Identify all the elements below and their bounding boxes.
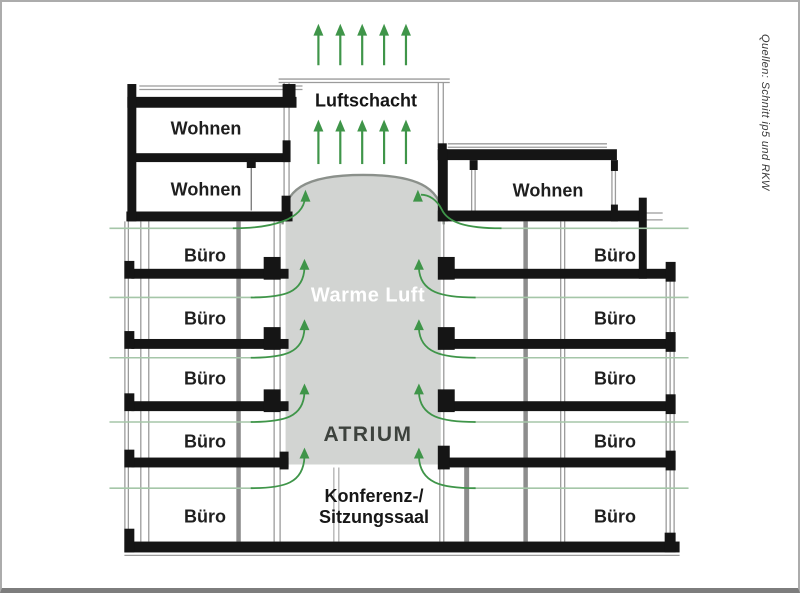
- room-label-buero-right-3: Büro: [594, 368, 636, 389]
- room-label-wohnen-left-1: Wohnen: [170, 118, 242, 139]
- atrium-label: ATRIUM: [323, 423, 413, 446]
- room-label-buero-left-3: Büro: [184, 368, 226, 389]
- conference-label-line2: Sitzungssaal: [318, 507, 430, 527]
- atrium-air-mass: [281, 173, 445, 465]
- room-label-buero-left-5: Büro: [184, 506, 226, 527]
- room-label-buero-right-1: Büro: [594, 245, 636, 266]
- conference-room-label: Konferenz-/ Sitzungssaal: [319, 486, 429, 528]
- room-label-buero-left-4: Büro: [184, 431, 226, 452]
- conference-label-line1: Konferenz-/: [324, 486, 424, 506]
- room-label-wohnen-left-2: Wohnen: [170, 179, 242, 200]
- room-label-buero-left-1: Büro: [184, 245, 226, 266]
- source-credit: Quellen: Schnitt ip5 und RKW: [759, 34, 771, 191]
- shaft-arrows: [313, 119, 411, 165]
- room-label-buero-left-2: Büro: [184, 308, 226, 329]
- room-label-buero-right-5: Büro: [594, 506, 636, 527]
- airflow-curved-arrows: [232, 189, 502, 490]
- room-label-buero-right-2: Büro: [594, 308, 636, 329]
- gray-partitions: [236, 221, 528, 542]
- structure-black: [124, 84, 680, 553]
- exhaust-arrows: [313, 23, 411, 66]
- warm-air-label: Warme Luft: [310, 284, 426, 307]
- airflow-streamlines: [109, 227, 689, 489]
- air-shaft-label: Luftschacht: [314, 90, 418, 111]
- room-label-buero-right-4: Büro: [594, 431, 636, 452]
- room-label-wohnen-right: Wohnen: [512, 180, 584, 201]
